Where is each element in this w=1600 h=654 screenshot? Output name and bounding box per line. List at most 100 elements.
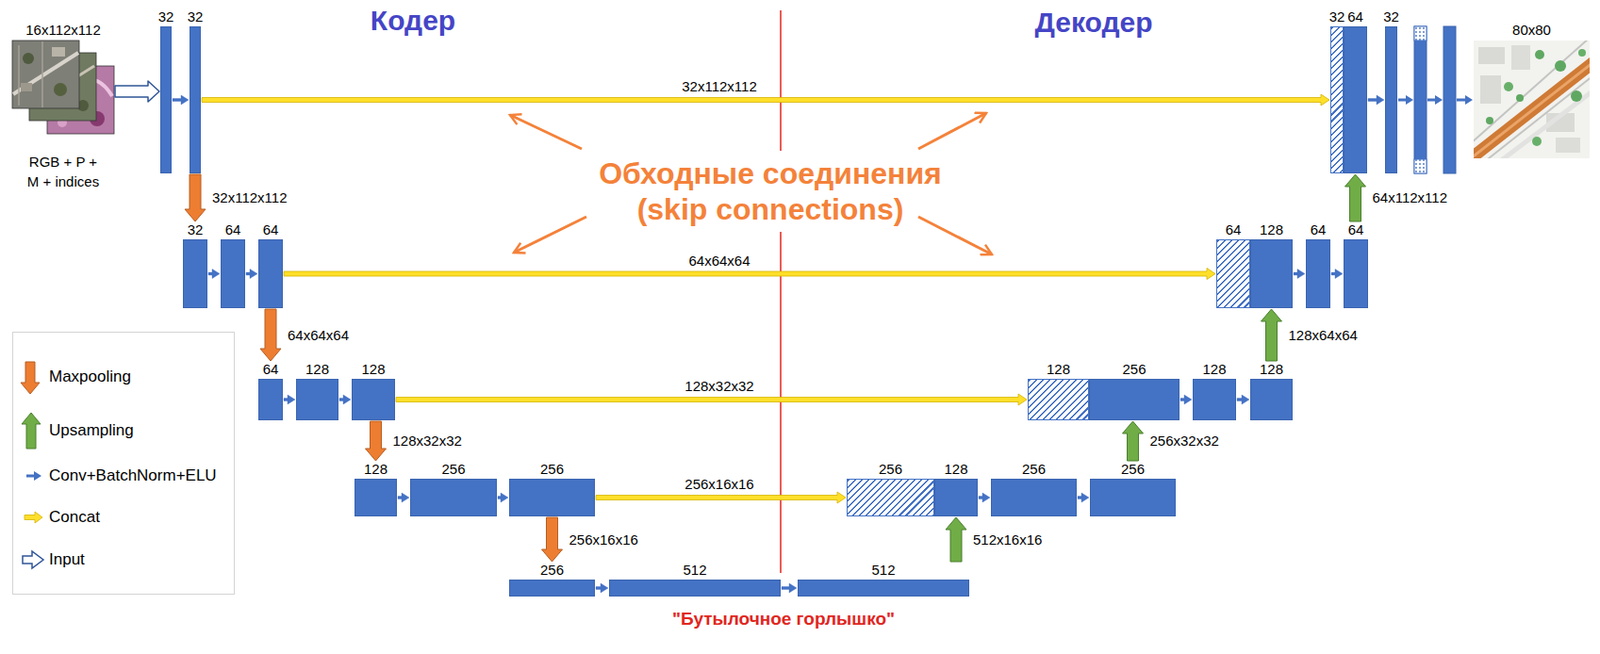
feature-map-block: 64 [1343,239,1369,309]
tensor-size-label: 256x16x16 [568,532,640,548]
maxpool-icon [20,362,40,395]
map-tree [1554,60,1567,72]
conv-arrow [1456,95,1473,105]
legend-text: Maxpooling [49,367,132,387]
tensor-size-label: 512x16x16 [972,532,1043,548]
conv-arrow [172,95,189,105]
output-head-blocks [1398,26,1473,174]
label-box: Декодер [1034,6,1153,39]
conv-arrow-shape [1180,395,1192,405]
feature-map-block: 64 [1343,26,1368,174]
channel-count: 256 [1121,461,1145,478]
conv-arrow [497,493,509,503]
conv-arrow-shape [978,493,990,503]
map-tree [1516,94,1524,102]
channel-count: 256 [540,461,564,478]
divider-segment [779,10,782,151]
channel-count: 32 [187,9,204,25]
callout-arrow [513,216,587,253]
rgb-image [12,40,80,109]
map-building [1511,45,1531,70]
channel-count: 256 [441,461,465,478]
maxpool-arrow [260,309,281,362]
tensor-size-label: 256x16x16 [683,477,755,493]
conv-arrow-shape [339,395,351,405]
conv-arrow-shape [283,395,296,405]
feature-map-block: 256 [1089,478,1176,517]
concat-line-shape [283,268,1216,281]
tensor-size-label: 32x112x112 [211,190,289,206]
channel-count: 128 [305,362,330,378]
callout-arrow [510,115,582,149]
channel-count: 64 [263,222,280,238]
input-size-label: 16x112x112 [25,22,101,38]
concatenated-feature-block: 32 [1330,26,1344,174]
dropout-part [1414,26,1427,41]
upsampling-arrow-shape [1122,421,1144,462]
conv-icon [26,471,42,481]
concat-line [201,94,1330,106]
channel-count: 128 [1046,362,1071,378]
channel-count: 512 [682,562,707,578]
conv-arrow-shape [1331,269,1343,280]
maxpool-arrow [365,421,387,462]
map-tree [1532,136,1542,147]
legend-text: Conv+BatchNorm+ELU [49,466,217,486]
feature-map-block: 128 [934,478,978,517]
concat-icon [24,511,43,524]
feature-map-block: 256 [509,579,595,597]
map-road [1499,90,1590,159]
label-box: Кодер [370,4,456,37]
feature-map-block: 256 [509,478,595,517]
feature-map-block: 512 [797,579,970,597]
concat-line-shape [201,94,1330,106]
concat-line-shape [395,394,1027,406]
conv-arrow [1368,95,1385,105]
conv-arrow [208,269,220,280]
encoder-heading: Кодер [370,4,456,36]
map-tree [1534,49,1545,60]
feature-map-block: 128 [351,379,396,421]
channel-count: 128 [943,461,968,478]
tensor-size-label: 256x32x32 [1149,433,1221,449]
upsampling-arrow-shape [1261,309,1283,362]
map-building [1478,47,1505,65]
channel-count: 64 [1225,222,1242,238]
conv-arrow-shape [397,493,410,503]
map-tree [1578,49,1586,57]
conv-arrow [246,269,258,280]
channel-count: 64 [1347,9,1364,25]
feature-map-block [1414,26,1427,174]
upsampling-arrow [1122,421,1144,462]
legend-border [13,332,235,595]
concat-line [283,268,1216,281]
decoder-heading: Декодер [1034,6,1153,38]
channel-count: 256 [1121,362,1146,378]
legend-text: Input [49,550,85,570]
conv-arrow-shape [781,583,797,594]
channel-count: 128 [1202,362,1226,378]
feature-map-block: 128 [296,379,339,421]
maxpool-arrow [542,517,563,562]
image-feature [51,47,66,57]
label-box: "Бутылочное горлышко" [672,609,895,630]
map-building [1555,137,1581,153]
conv-arrow-shape [497,493,509,503]
conv-arrow-shape [1293,269,1305,280]
feature-map-block: 256 [1088,379,1180,421]
conv-arrow [283,395,296,405]
input-icon [22,551,44,569]
channel-count: 32 [1329,9,1346,25]
image-feature [53,82,67,97]
feature-map-block: 32 [1385,26,1398,174]
conv-arrow [1293,269,1305,280]
tensor-size-label: 128x32x32 [392,433,463,449]
upsampling-arrow-shape [1345,174,1367,222]
conv-arrow [781,583,797,594]
map-tree [1485,116,1494,125]
conv-arrow-shape [208,269,220,280]
upsampling-arrow [1345,174,1367,222]
concatenated-feature-block: 64 [1216,239,1251,309]
channel-count: 256 [878,461,903,478]
tensor-size-label: 128x32x32 [683,379,755,395]
